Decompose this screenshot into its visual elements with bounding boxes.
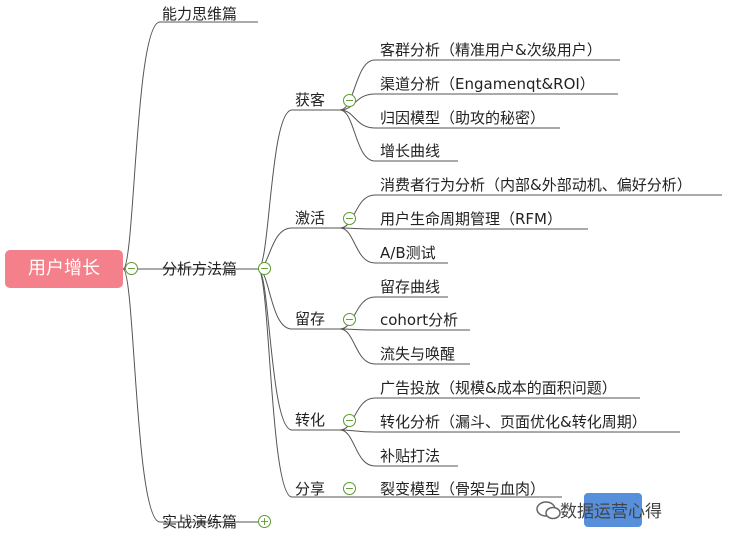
leaf-node[interactable]: 广告投放（规模&成本的面积问题） — [380, 379, 617, 397]
analysis-collapse-toggle[interactable]: − — [258, 262, 271, 275]
wechat-icon — [536, 501, 561, 520]
brand-logo-icon — [584, 493, 642, 527]
practice-expand-toggle[interactable]: + — [258, 515, 271, 528]
leaf-node[interactable]: cohort分析 — [380, 311, 459, 329]
leaf-node[interactable]: A/B测试 — [380, 244, 436, 262]
leaf-node[interactable]: 渠道分析（Engamenqt&ROI） — [380, 75, 595, 93]
activate-collapse-toggle[interactable]: − — [343, 212, 356, 225]
convert-collapse-toggle[interactable]: − — [343, 414, 356, 427]
retain-collapse-toggle[interactable]: − — [343, 313, 356, 326]
share-collapse-toggle[interactable]: − — [343, 482, 356, 495]
leaf-node[interactable]: 裂变模型（骨架与血肉） — [380, 480, 546, 498]
branch-analysis-methods[interactable]: 分析方法篇 — [162, 260, 238, 278]
leaf-node[interactable]: 补贴打法 — [380, 447, 441, 465]
root-node[interactable]: 用户增长 — [5, 250, 123, 288]
leaf-node[interactable]: 用户生命周期管理（RFM） — [380, 210, 562, 228]
watermark-text: 数据运营心得 — [560, 502, 662, 522]
leaf-node[interactable]: 转化分析（漏斗、页面优化&转化周期） — [380, 413, 647, 431]
leaf-node[interactable]: 客群分析（精准用户&次级用户） — [380, 41, 602, 59]
leaf-node[interactable]: 增长曲线 — [380, 142, 441, 160]
group-share[interactable]: 分享 — [295, 480, 326, 498]
branch-practice[interactable]: 实战演练篇 — [162, 513, 238, 531]
leaf-node[interactable]: 留存曲线 — [380, 278, 441, 296]
branch-ability-thinking[interactable]: 能力思维篇 — [162, 5, 238, 23]
leaf-node[interactable]: 流失与唤醒 — [380, 345, 456, 363]
leaf-node[interactable]: 消费者行为分析（内部&外部动机、偏好分析） — [380, 176, 692, 194]
group-acquire[interactable]: 获客 — [295, 91, 326, 109]
group-convert[interactable]: 转化 — [295, 411, 326, 429]
leaf-node[interactable]: 归因模型（助攻的秘密） — [380, 109, 546, 127]
group-activate[interactable]: 激活 — [295, 209, 326, 227]
root-collapse-toggle[interactable]: − — [125, 262, 138, 275]
group-retain[interactable]: 留存 — [295, 310, 326, 328]
acquire-collapse-toggle[interactable]: − — [343, 94, 356, 107]
